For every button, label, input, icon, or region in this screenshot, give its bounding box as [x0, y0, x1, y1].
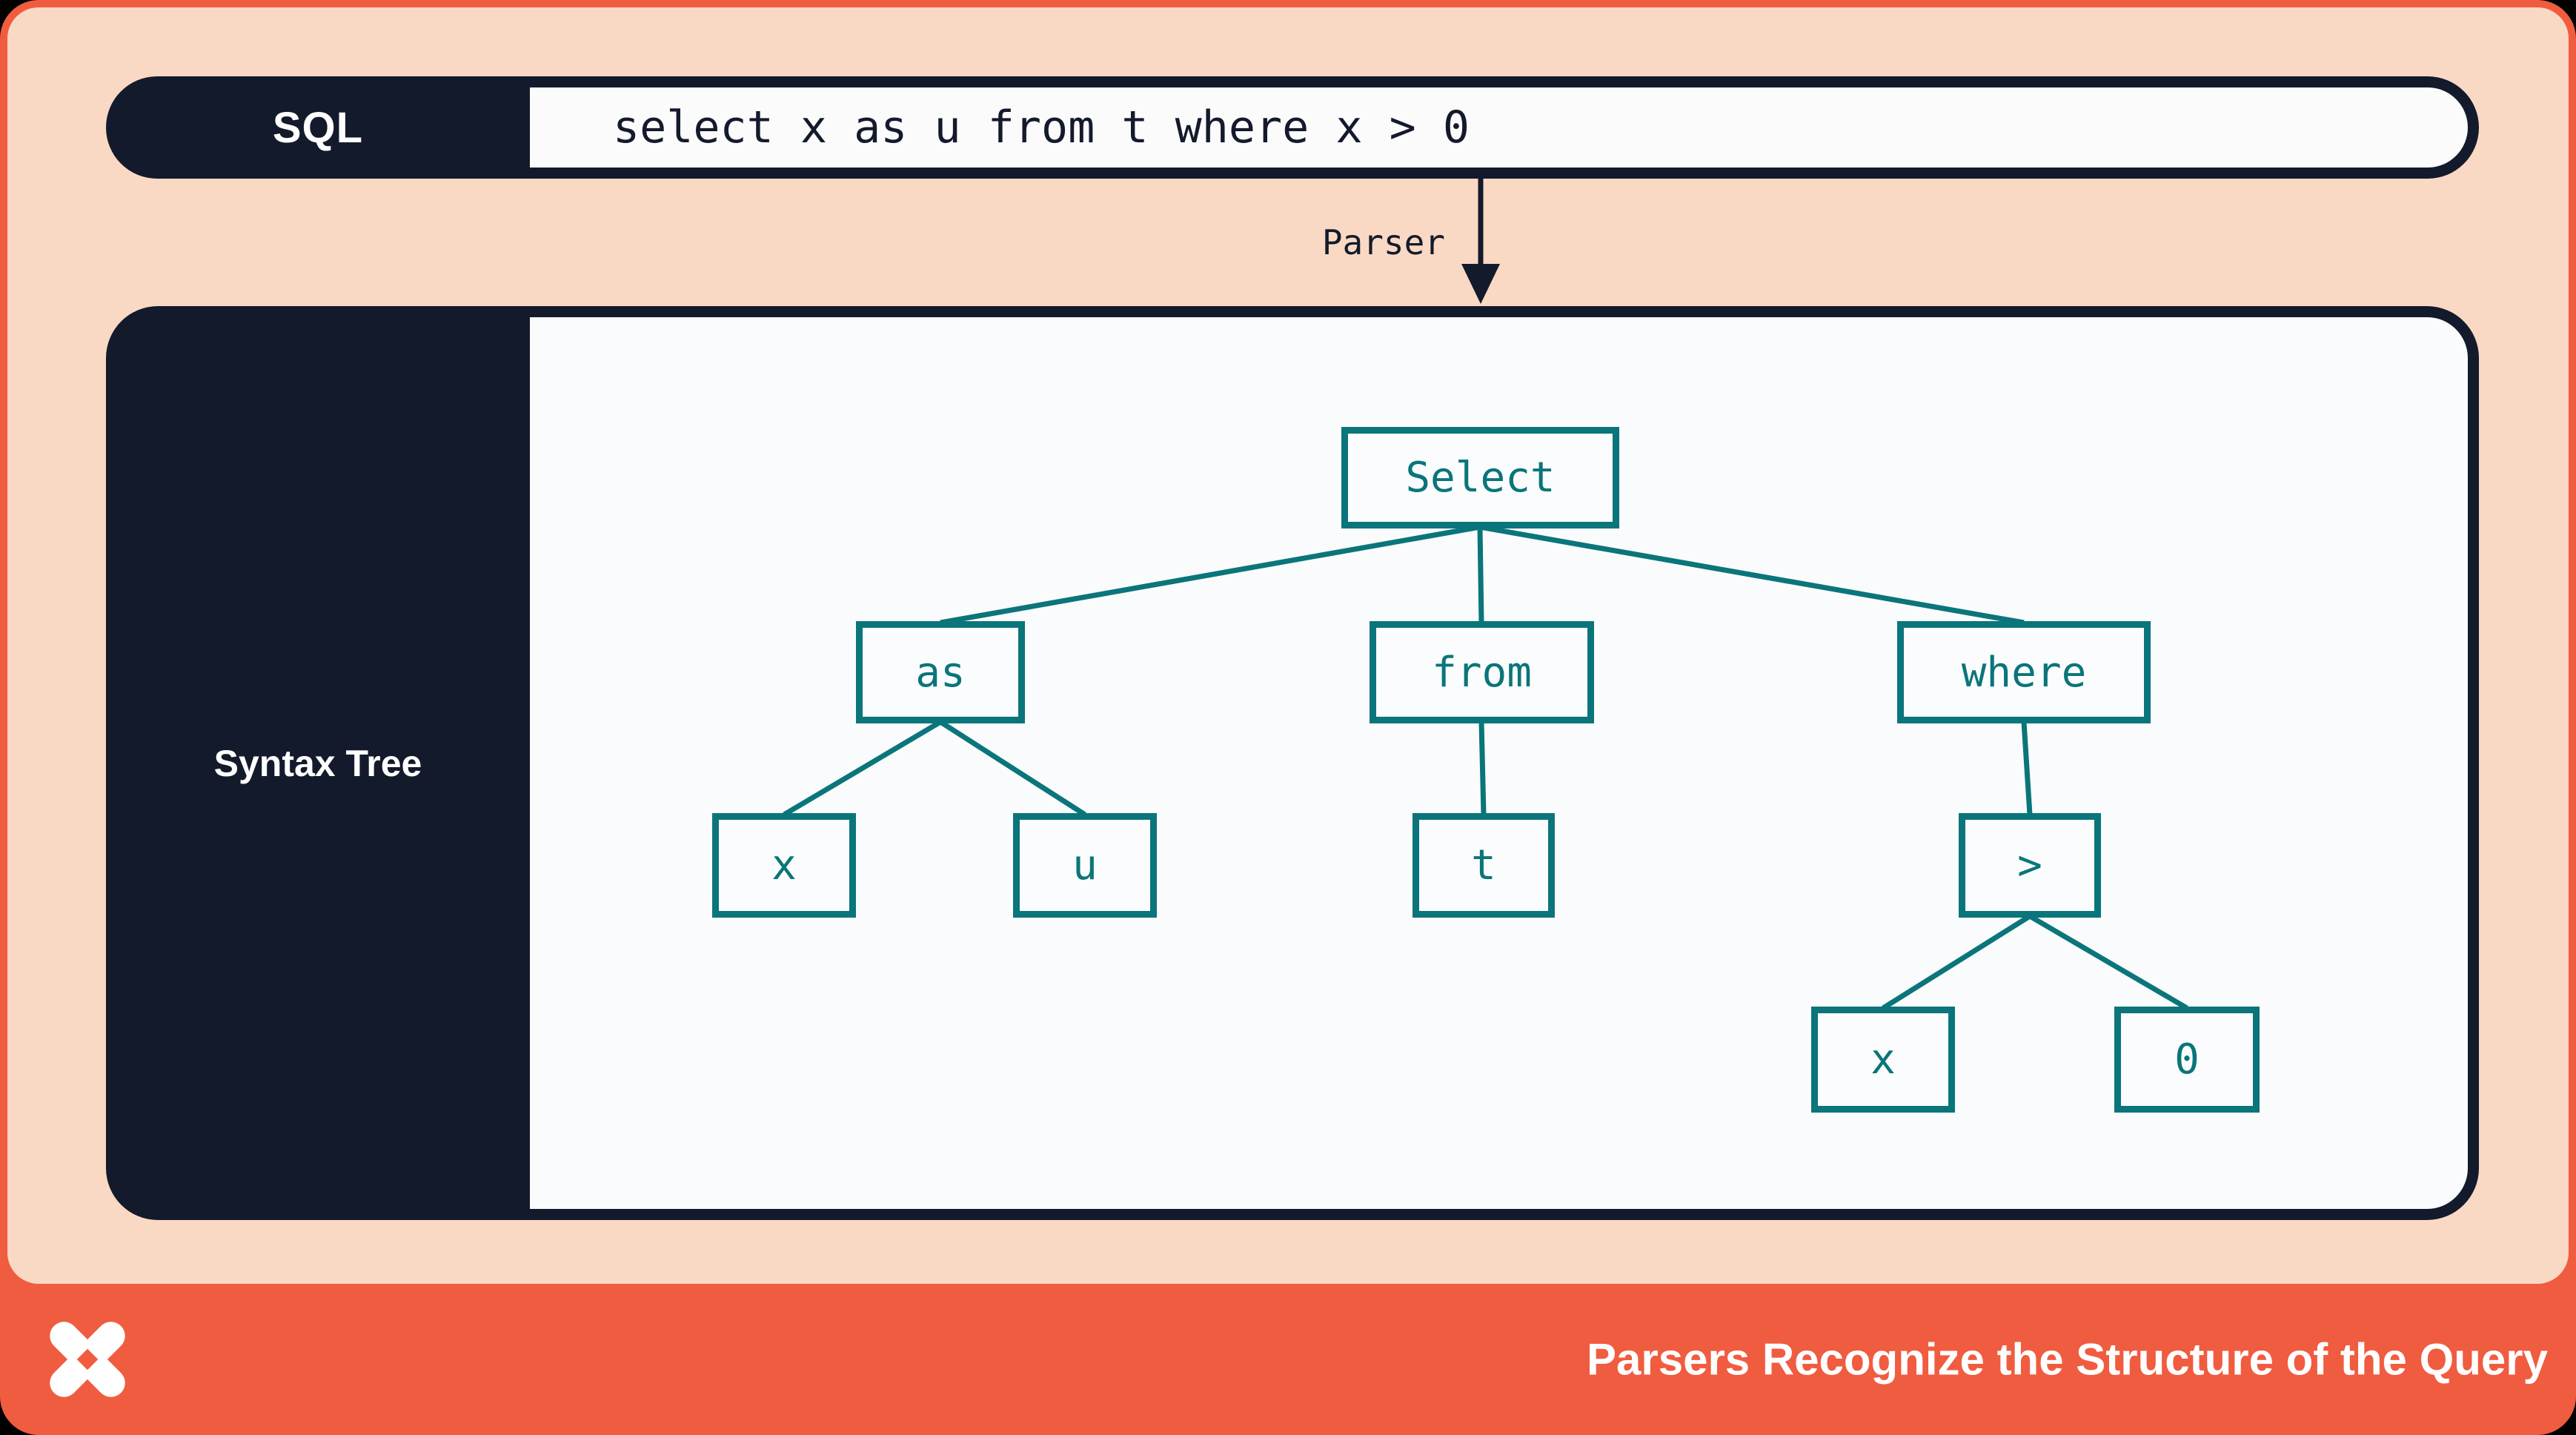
slide-title: Parsers Recognize the Structure of the Q… — [1586, 1334, 2548, 1385]
tree-node-as: as — [856, 621, 1025, 723]
sql-bar-label: SQL — [272, 103, 364, 152]
tree-node-from: from — [1370, 621, 1594, 723]
tree-node-t: t — [1413, 813, 1555, 918]
parser-label: Parser — [1321, 222, 1445, 262]
tree-node-select: Select — [1341, 427, 1619, 528]
sql-query-text: select x as u from t where x > 0 — [530, 87, 2468, 168]
syntax-tree-panel-label: Syntax Tree — [213, 742, 422, 784]
tree-node-where: where — [1897, 621, 2151, 723]
tree-node-zero: 0 — [2114, 1007, 2260, 1113]
pinwheel-x-logo-icon — [50, 1322, 125, 1397]
tree-node-greater-than: > — [1959, 813, 2101, 918]
tree-node-x-alias: x — [712, 813, 856, 918]
tree-node-u: u — [1013, 813, 1157, 918]
footer-bar: Parsers Recognize the Structure of the Q… — [0, 1284, 2576, 1435]
tree-node-x-operand: x — [1811, 1007, 1955, 1113]
sql-bar: SQL select x as u from t where x > 0 — [106, 76, 2479, 179]
